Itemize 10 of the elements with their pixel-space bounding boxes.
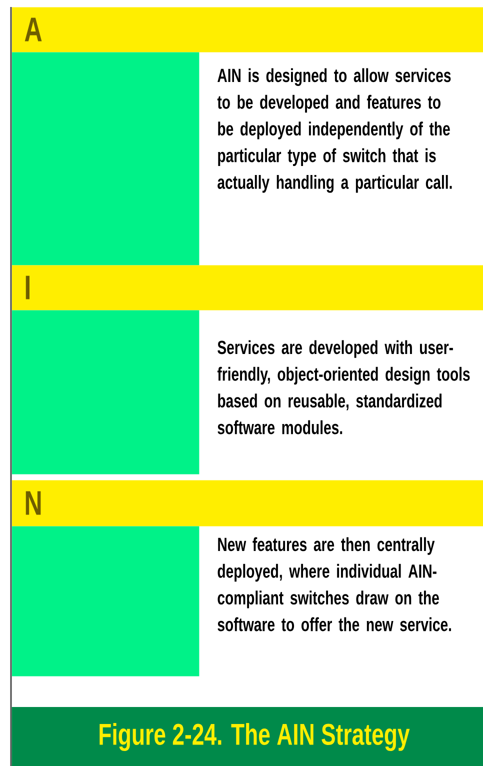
description-text: Services are developed with user-friendly, object-oriented design tools based on reusable, standardized software modules. (217, 340, 470, 434)
color-block (12, 52, 200, 266)
color-block (12, 310, 200, 474)
description-text: New features are then centrally deployed, where individual AIN-compliant switches draw on the software to offer the new service. (218, 537, 452, 632)
letter-band: N (12, 480, 483, 526)
description-text: AIN is designed to allow services to be developed and features to be deployed independently of the particular type of switch that is actually handling a particular call. (217, 68, 452, 193)
caption-band: Figure 2-24. The AIN Strategy (12, 707, 483, 766)
color-block (12, 526, 200, 676)
letter-band: A (12, 7, 483, 52)
letter-band: I (12, 265, 483, 310)
